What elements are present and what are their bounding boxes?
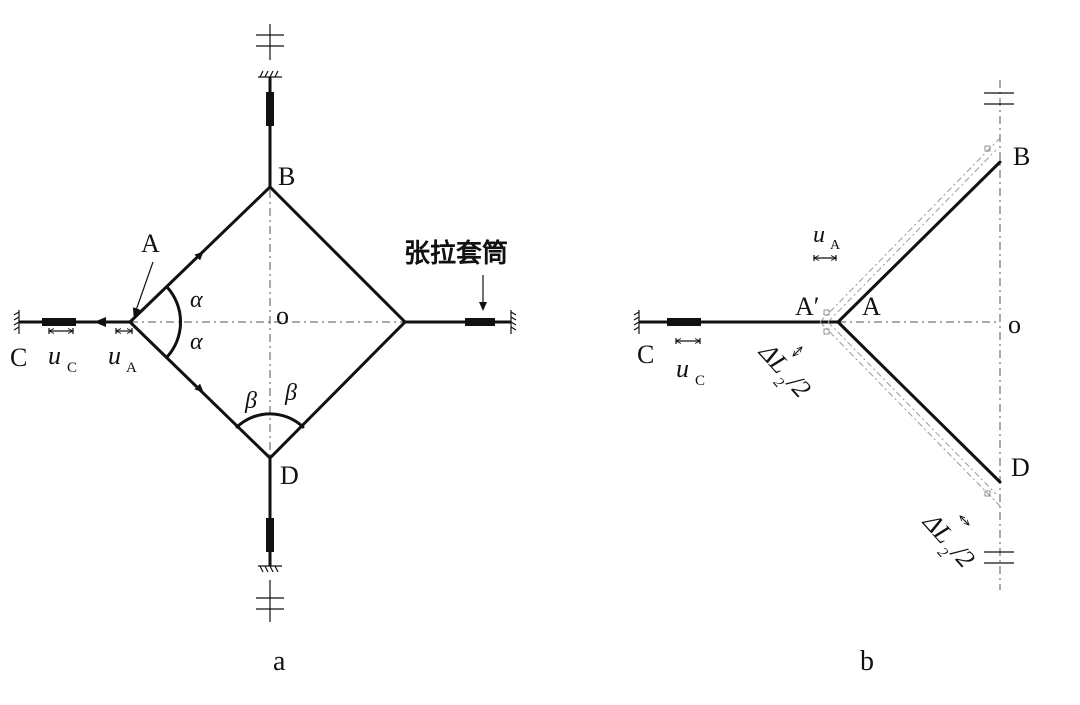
- panel-a-ua-tick: [116, 328, 132, 334]
- panel-a-uc-tick: [49, 328, 73, 334]
- panel-b-label-uc-sub: C: [695, 373, 705, 389]
- panel-b-label-uc: u: [676, 354, 689, 383]
- panel-b-upper-dashed-inner: [827, 149, 997, 323]
- panel-b-delta-l-bottom-label: ΔL 2 /2: [917, 507, 981, 573]
- panel-a-top-sleeve: [266, 92, 274, 126]
- svg-text:/2: /2: [944, 537, 980, 573]
- panel-a-bottom-sleeve: [266, 518, 274, 552]
- panel-a-beta-arc: [235, 412, 305, 429]
- panel-a-right-fixed-support: [510, 310, 517, 334]
- panel-b-square-top: [984, 145, 991, 152]
- panel-b-label-ua: u: [813, 222, 825, 248]
- panel-a-arrow-lower-left: [169, 359, 204, 393]
- panel-a-arrow-upper-left: [169, 251, 204, 285]
- panel-a-tension-sleeve: [465, 318, 495, 326]
- panel-a-top-break-symbol: [256, 24, 284, 60]
- panel-b-caption: b: [860, 646, 874, 677]
- panel-b-lower-dashed-outer: [819, 321, 1001, 507]
- panel-a-label-d: D: [280, 461, 299, 490]
- panel-a-label-c: C: [10, 343, 27, 372]
- panel-b-square-a-upper: [823, 309, 830, 316]
- panel-b-ua-tick: [814, 255, 836, 261]
- panel-a-label-o: o: [276, 301, 289, 330]
- panel-b-delta-l-top-tick: [793, 347, 802, 356]
- panel-b-square-a-lower: [823, 328, 830, 335]
- panel-a-alpha-arc: [165, 285, 182, 359]
- panel-b-bottom-break-symbol: [984, 551, 1014, 564]
- panel-b-label-ua-sub: A: [830, 238, 841, 253]
- panel-a-bottom-fixed-support: [258, 565, 282, 573]
- panel-b-left-sleeve: [667, 318, 701, 326]
- panel-b-uc-tick: [676, 338, 700, 344]
- panel-b-left-fixed-support: [633, 310, 640, 334]
- panel-a-annotation-tension-sleeve: 张拉套筒: [404, 238, 508, 269]
- panel-b-upper-dashed-outer: [819, 137, 1001, 323]
- panel-a-label-alpha-upper: α: [190, 287, 203, 313]
- panel-a-top-fixed-support: [258, 70, 282, 78]
- panel-b-label-c: C: [637, 340, 654, 369]
- panel-b-upper-cable: [836, 160, 1002, 324]
- panel-a-label-uc: u: [48, 341, 61, 370]
- panel-b-delta-l-top-label: ΔL 2 /2: [753, 337, 817, 403]
- panel-a-left-sleeve: [42, 318, 76, 326]
- svg-text:ΔL: ΔL: [753, 337, 795, 379]
- panel-a: B A C D o α α β β u C u A 张拉套筒 a: [10, 24, 517, 677]
- panel-a-left-fixed-support: [13, 310, 20, 334]
- panel-b-label-o: o: [1008, 310, 1021, 339]
- panel-b-square-bottom: [984, 490, 991, 497]
- panel-a-caption: a: [273, 646, 286, 677]
- panel-b-lower-cable: [836, 320, 1002, 484]
- panel-b-lower-dashed-inner: [827, 321, 997, 495]
- panel-b-label-d: D: [1011, 453, 1030, 482]
- panel-a-label-a: A: [141, 229, 160, 258]
- panel-a-pointer-a: [132, 261, 154, 317]
- panel-b-label-b: B: [1013, 142, 1030, 171]
- panel-a-label-alpha-lower: α: [190, 329, 203, 355]
- panel-a-label-ua: u: [108, 341, 121, 370]
- panel-b-delta-l-bottom-tick: [960, 516, 969, 525]
- panel-a-label-beta-right: β: [284, 380, 297, 406]
- panel-b-label-a: A: [862, 292, 881, 321]
- panel-a-bottom-break-symbol: [256, 580, 284, 622]
- panel-a-label-beta-left: β: [244, 388, 257, 414]
- panel-b-label-a-prime: A′: [795, 292, 819, 321]
- panel-b: B D o A A′ C u A u C ΔL 2 /2 ΔL 2 /2 b: [633, 80, 1030, 677]
- svg-text:ΔL: ΔL: [917, 507, 959, 549]
- panel-a-label-ua-sub: A: [126, 360, 137, 376]
- panel-a-left-arrowhead: [94, 317, 106, 327]
- svg-text:/2: /2: [780, 367, 816, 403]
- panel-a-label-b: B: [278, 162, 295, 191]
- panel-a-label-uc-sub: C: [67, 360, 77, 376]
- panel-b-top-break-symbol: [984, 92, 1014, 105]
